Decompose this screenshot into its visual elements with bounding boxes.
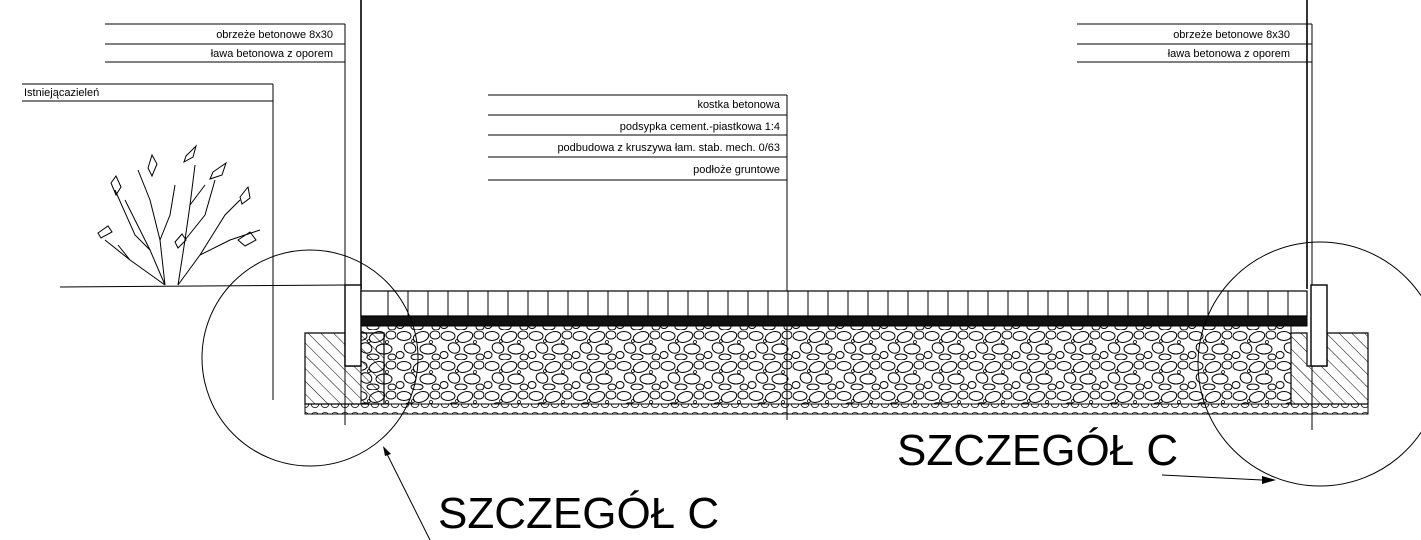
center-leader-block: kostka betonowa podsypka cement.-piastko… [488, 94, 788, 420]
label-paver: kostka betonowa [697, 99, 780, 111]
label-left-curb: obrzeże betonowe 8x30 [216, 29, 333, 41]
label-right-curb: obrzeże betonowe 8x30 [1173, 29, 1290, 41]
label-right-bench: ława betonowa z oporem [1168, 48, 1290, 60]
label-subgrade: podłoże gruntowe [693, 164, 780, 176]
label-left-bench: ława betonowa z oporem [211, 48, 333, 60]
paver-row [360, 290, 1308, 317]
bedding-layer [360, 315, 1308, 327]
base-layer [360, 325, 1292, 405]
label-bedding: podsypka cement.-piastkowa 1:4 [620, 121, 780, 133]
detail-label-right: SZCZEGÓŁ C [897, 426, 1178, 475]
shrub-symbol [59, 144, 346, 288]
right-detail-circle [1161, 241, 1421, 487]
label-base: podbudowa z kruszywa łam. stab. mech. 0/… [557, 142, 780, 154]
greenery-leader-block: Istniejącazieleń [22, 83, 274, 400]
right-concrete-bench [1290, 332, 1369, 405]
left-leader-block: obrzeże betonowe 8x30 ława betonowa z op… [105, 0, 362, 425]
label-greenery: Istniejącazieleń [24, 87, 99, 99]
subgrade-layer [304, 403, 1369, 415]
detail-label-left: SZCZEGÓŁ C [438, 489, 719, 538]
right-curb [1310, 284, 1328, 367]
right-leader-block: obrzeże betonowe 8x30 ława betonowa z op… [1077, 0, 1313, 430]
left-detail-circle [201, 249, 431, 540]
left-curb [344, 284, 362, 367]
